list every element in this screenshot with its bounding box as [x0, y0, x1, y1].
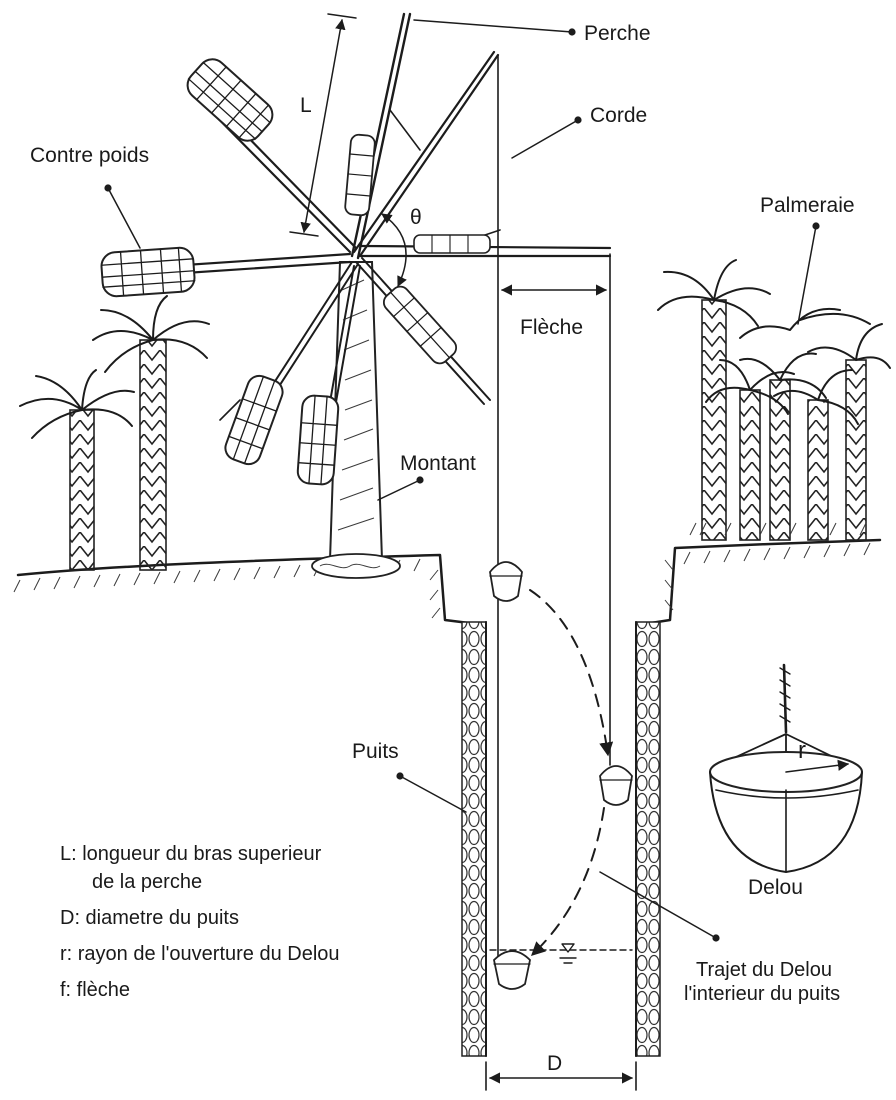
label-montant: Montant: [400, 452, 476, 475]
label-corde: Corde: [590, 104, 647, 127]
rope: [498, 55, 610, 960]
label-trajet-line2: l'interieur du puits: [684, 983, 840, 1005]
legend-r: r: rayon de l'ouverture du Delou: [60, 943, 340, 965]
well-wall-right: [636, 622, 660, 1056]
delou-detail: r: [710, 665, 862, 872]
label-perche: Perche: [584, 22, 651, 45]
label-D: D: [547, 1052, 562, 1075]
palm-trees-left: [20, 296, 209, 570]
bucket-top: [490, 562, 522, 601]
bucket-middle: [600, 766, 632, 805]
legend-L-line1: L: longueur du bras superieur: [60, 843, 322, 865]
counterweight-left: [101, 247, 196, 297]
legend-D: D: diametre du puits: [60, 907, 239, 929]
label-contre-poids: Contre poids: [30, 144, 149, 167]
dimension-fleche: Flèche: [502, 290, 606, 339]
label-fleche: Flèche: [520, 316, 583, 339]
counterweight-arm-right: [414, 235, 490, 253]
counterweight-top: [182, 54, 278, 147]
label-r: r: [798, 737, 806, 764]
bucket-bottom: [494, 951, 530, 989]
legend: L: longueur du bras superieur de la perc…: [60, 843, 340, 1001]
well: [462, 622, 660, 1056]
label-delou: Delou: [748, 876, 803, 899]
label-puits: Puits: [352, 740, 399, 763]
well-wall-left: [462, 622, 486, 1056]
legend-f: f: flèche: [60, 979, 130, 1001]
label-L: L: [300, 94, 312, 117]
counterweight-right: [380, 283, 460, 367]
legend-L-line2: de la perche: [92, 871, 202, 893]
dimension-D: D: [486, 1052, 636, 1090]
label-palmeraie: Palmeraie: [760, 194, 855, 217]
counterweight-bottom-left: [222, 372, 286, 467]
label-theta: θ: [410, 206, 422, 229]
palm-trees-right: [658, 260, 890, 540]
label-trajet-line1: Trajet du Delou: [696, 959, 832, 981]
counterweight-bottom: [297, 395, 339, 485]
